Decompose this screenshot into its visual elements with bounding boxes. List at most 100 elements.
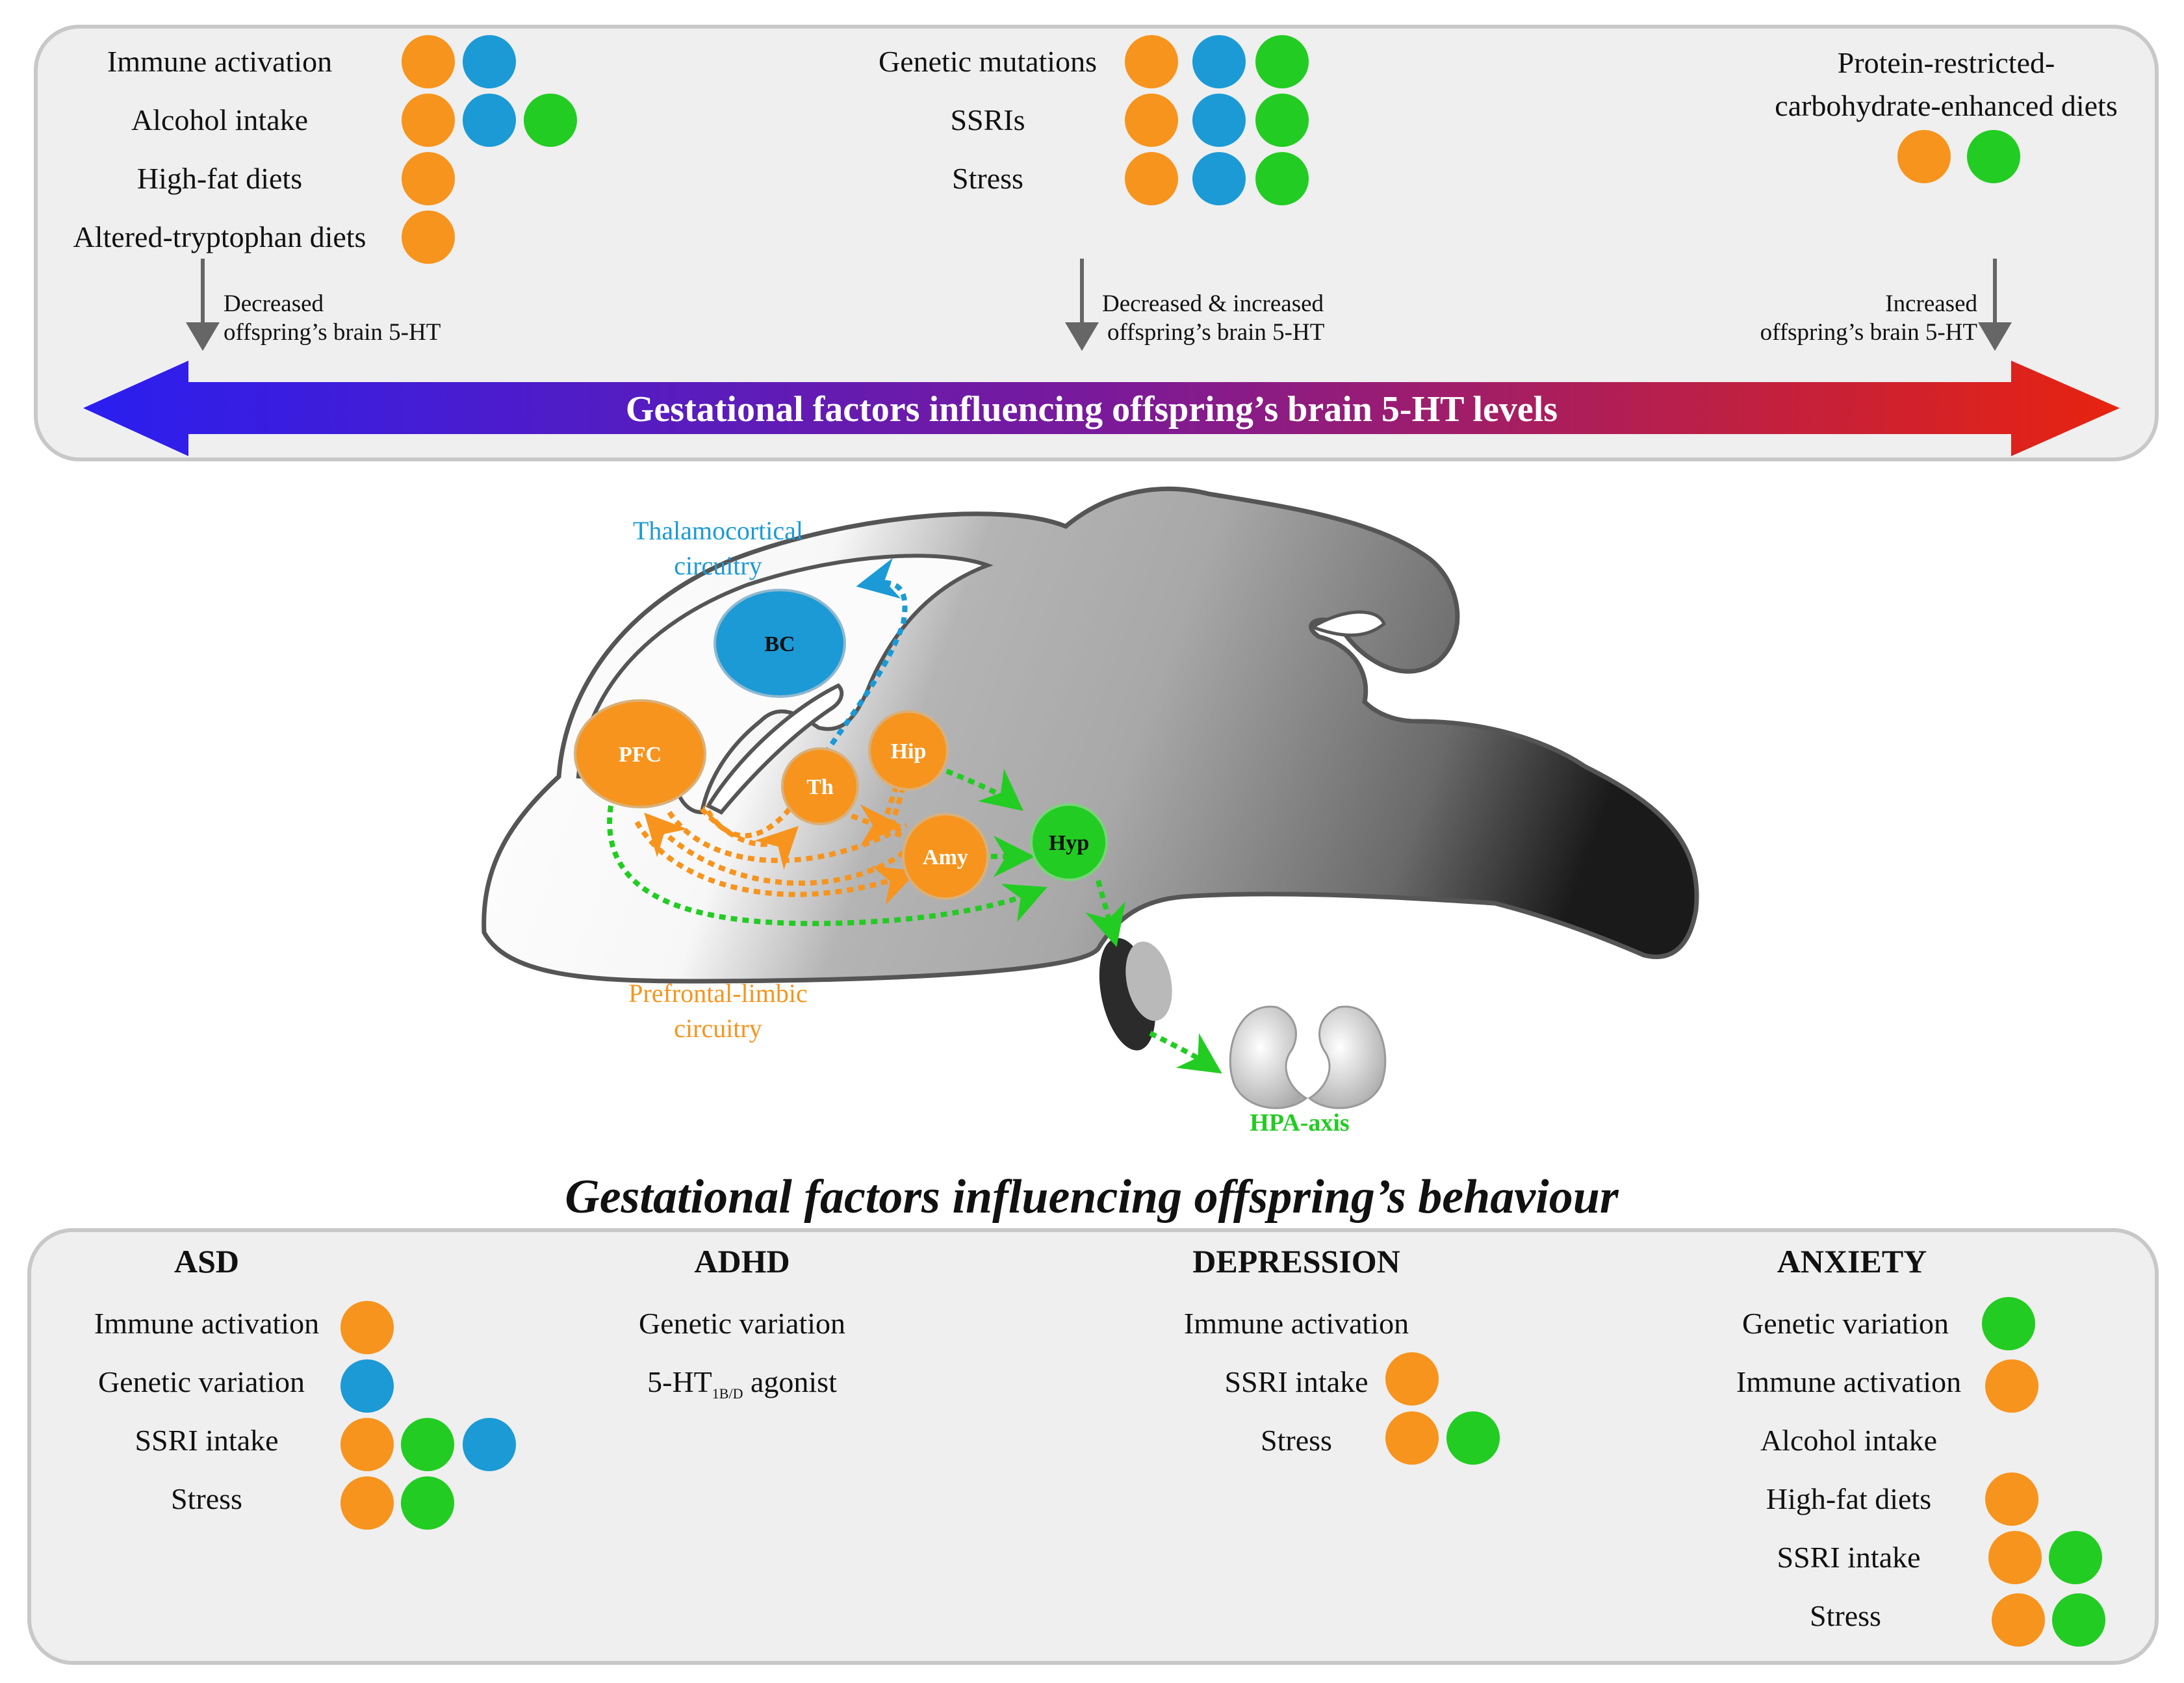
kidney-right bbox=[1307, 1005, 1387, 1109]
orange-dot bbox=[402, 211, 455, 264]
hpa-arrows bbox=[607, 764, 1222, 1074]
arrow-label: Gestational factors influencing offsprin… bbox=[625, 389, 1558, 430]
note-line: offspring’s brain 5-HT bbox=[224, 319, 441, 346]
down-arrow-icon bbox=[1978, 259, 2012, 351]
thalamocortical-arrow bbox=[823, 558, 908, 756]
note-line: offspring’s brain 5-HT bbox=[1107, 319, 1325, 346]
asd-item: SSRI intake bbox=[135, 1424, 279, 1457]
orange-dot bbox=[1125, 94, 1178, 147]
green-dot bbox=[524, 94, 577, 147]
kidney-left bbox=[1229, 1005, 1308, 1109]
note-line: Increased bbox=[1885, 290, 1977, 317]
note-line: offspring’s brain 5-HT bbox=[1760, 319, 1977, 346]
region-hyp bbox=[1030, 803, 1108, 881]
orange-dot bbox=[1385, 1411, 1439, 1465]
green-dot bbox=[1255, 152, 1309, 205]
factor-protein-restricted-line2: carbohydrate-enhanced diets bbox=[1775, 89, 2118, 122]
anxiety-item: Immune activation bbox=[1736, 1365, 1962, 1398]
gradient-double-arrow bbox=[83, 361, 2120, 456]
orange-dot bbox=[340, 1418, 394, 1471]
orange-dot bbox=[402, 35, 455, 88]
region-hip-label: Hip bbox=[891, 739, 927, 764]
region-hip bbox=[868, 710, 949, 791]
depression-item: Stress bbox=[1261, 1424, 1332, 1457]
green-dot bbox=[2052, 1593, 2105, 1647]
orange-dot bbox=[1125, 152, 1178, 205]
region-bc bbox=[713, 589, 846, 698]
decreased-increased-note: Decreased & increased offspring’s brain … bbox=[1102, 290, 1324, 347]
adhd-heading: ADHD bbox=[694, 1243, 790, 1279]
hpa-axis-label: HPA-axis bbox=[1250, 1109, 1349, 1137]
factor-genetic-mutations: Genetic mutations bbox=[879, 45, 1097, 78]
agonist-prefix: 5-HT bbox=[647, 1365, 712, 1398]
orange-dot bbox=[1125, 35, 1178, 88]
orange-dot bbox=[1988, 1531, 2042, 1584]
brain-slit bbox=[705, 683, 844, 815]
factor-immune-activation: Immune activation bbox=[107, 45, 333, 78]
anxiety-item: Genetic variation bbox=[1741, 1307, 1949, 1340]
region-th-label: Th bbox=[806, 775, 834, 799]
blue-dot bbox=[463, 94, 516, 147]
agonist-suffix: agonist bbox=[743, 1365, 837, 1398]
orange-dot bbox=[1897, 130, 1951, 183]
green-dot bbox=[1255, 94, 1309, 147]
factor-ssris: SSRIs bbox=[950, 103, 1025, 136]
depression-heading: DEPRESSION bbox=[1192, 1243, 1400, 1279]
bottom-title: Gestational factors influencing offsprin… bbox=[565, 1170, 1619, 1224]
orange-dot bbox=[402, 152, 455, 205]
down-arrow-icon bbox=[186, 259, 220, 351]
orange-dot bbox=[1985, 1472, 2038, 1526]
note-line: Decreased bbox=[224, 290, 324, 317]
region-bc-label: BC bbox=[764, 632, 795, 656]
blue-dot bbox=[463, 35, 516, 88]
orange-dot bbox=[340, 1301, 394, 1354]
depression-item: Immune activation bbox=[1183, 1307, 1409, 1340]
agonist-subscript: 1B/D bbox=[712, 1385, 743, 1402]
prefrontal-limbic-label-1: Prefrontal-limbic bbox=[628, 979, 807, 1008]
factor-stress: Stress bbox=[952, 162, 1023, 195]
region-amy-label: Amy bbox=[923, 845, 968, 869]
note-line: Decreased & increased bbox=[1102, 290, 1324, 317]
factor-protein-restricted-line1: Protein-restricted- bbox=[1837, 46, 2055, 79]
asd-heading: ASD bbox=[173, 1243, 240, 1279]
anxiety-item: Alcohol intake bbox=[1760, 1424, 1938, 1457]
region-th bbox=[781, 747, 859, 825]
factor-high-fat-diets: High-fat diets bbox=[136, 162, 303, 195]
pituitary-lobe bbox=[1125, 941, 1172, 1021]
green-dot bbox=[1982, 1297, 2035, 1350]
blue-dot bbox=[1192, 152, 1246, 205]
blue-dot bbox=[1192, 94, 1246, 147]
region-amy bbox=[902, 813, 989, 900]
green-dot bbox=[1446, 1411, 1500, 1465]
region-pfc-label: PFC bbox=[619, 743, 662, 767]
green-dot bbox=[1967, 130, 2020, 183]
adhd-item: Genetic variation bbox=[638, 1307, 846, 1340]
asd-item: Immune activation bbox=[94, 1307, 320, 1340]
orange-dot bbox=[340, 1476, 394, 1530]
orange-dot bbox=[1385, 1352, 1439, 1406]
adhd-item-agonist: 5-HT1B/D agonist bbox=[647, 1367, 837, 1401]
prefrontal-limbic-label-2: circuitry bbox=[674, 1014, 762, 1043]
thalamocortical-label-2: circuitry bbox=[674, 551, 762, 580]
anxiety-item: Stress bbox=[1810, 1599, 1881, 1632]
green-dot bbox=[2049, 1531, 2102, 1584]
depression-item: SSRI intake bbox=[1224, 1365, 1368, 1398]
anxiety-heading: ANXIETY bbox=[1777, 1243, 1927, 1279]
cerebellum-fold bbox=[1309, 610, 1386, 637]
anxiety-item: SSRI intake bbox=[1777, 1541, 1921, 1574]
orange-dot bbox=[1992, 1593, 2045, 1647]
green-dot bbox=[401, 1418, 454, 1471]
down-arrow-icon bbox=[1065, 259, 1099, 351]
anxiety-item: High-fat diets bbox=[1766, 1482, 1932, 1515]
region-pfc bbox=[574, 699, 706, 808]
asd-item: Stress bbox=[171, 1482, 242, 1515]
thalamocortical-label-1: Thalamocortical bbox=[633, 516, 803, 545]
increased-note: Increased offspring’s brain 5-HT bbox=[1760, 290, 1977, 347]
green-dot bbox=[401, 1476, 454, 1530]
factor-altered-tryptophan-diets: Altered-tryptophan diets bbox=[73, 220, 366, 253]
green-dot bbox=[1255, 35, 1309, 88]
blue-dot bbox=[340, 1359, 394, 1413]
asd-item: Genetic variation bbox=[97, 1365, 305, 1398]
region-hyp-label: Hyp bbox=[1049, 831, 1089, 855]
